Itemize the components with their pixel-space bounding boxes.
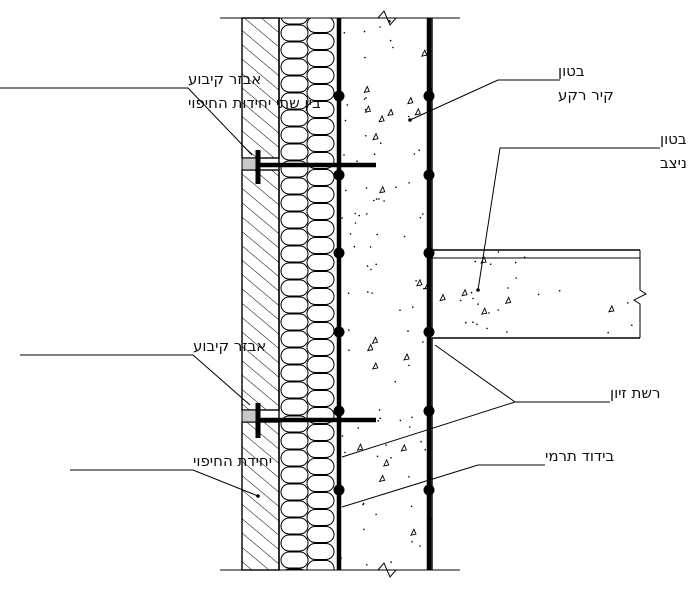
- thermal-insulation-layer: [278, 18, 335, 570]
- label-fixing-between-units-2: בין שתי יחידות החיפוי: [188, 94, 321, 112]
- label-reinforcement-mesh: רשת זיון: [610, 384, 660, 402]
- rebar-cross-sections: [333, 90, 435, 496]
- slab-break-mark: [633, 250, 647, 338]
- label-fixing-accessory: אבזר קיבוע: [193, 337, 266, 355]
- bottom-break-mark: [377, 562, 397, 578]
- lower-fixing-anchor: [255, 403, 376, 438]
- label-cladding-unit: יחידת החיפוי: [193, 452, 272, 470]
- top-break-mark: [377, 10, 397, 26]
- upper-fixing-anchor: [255, 150, 376, 184]
- leader-lines: [0, 79, 660, 508]
- label-fixing-between-units-1: אבזר קיבוע: [188, 70, 261, 88]
- label-concrete-back-wall-2: קיר רקע: [558, 86, 614, 104]
- label-concrete-back-wall-1: בטון: [558, 62, 585, 80]
- label-concrete-slab-2: תקרה או קיר ניצב: [660, 154, 688, 172]
- label-concrete-slab-1: בטון: [660, 130, 687, 148]
- label-thermal-insulation: בידוד תרמי: [545, 447, 614, 465]
